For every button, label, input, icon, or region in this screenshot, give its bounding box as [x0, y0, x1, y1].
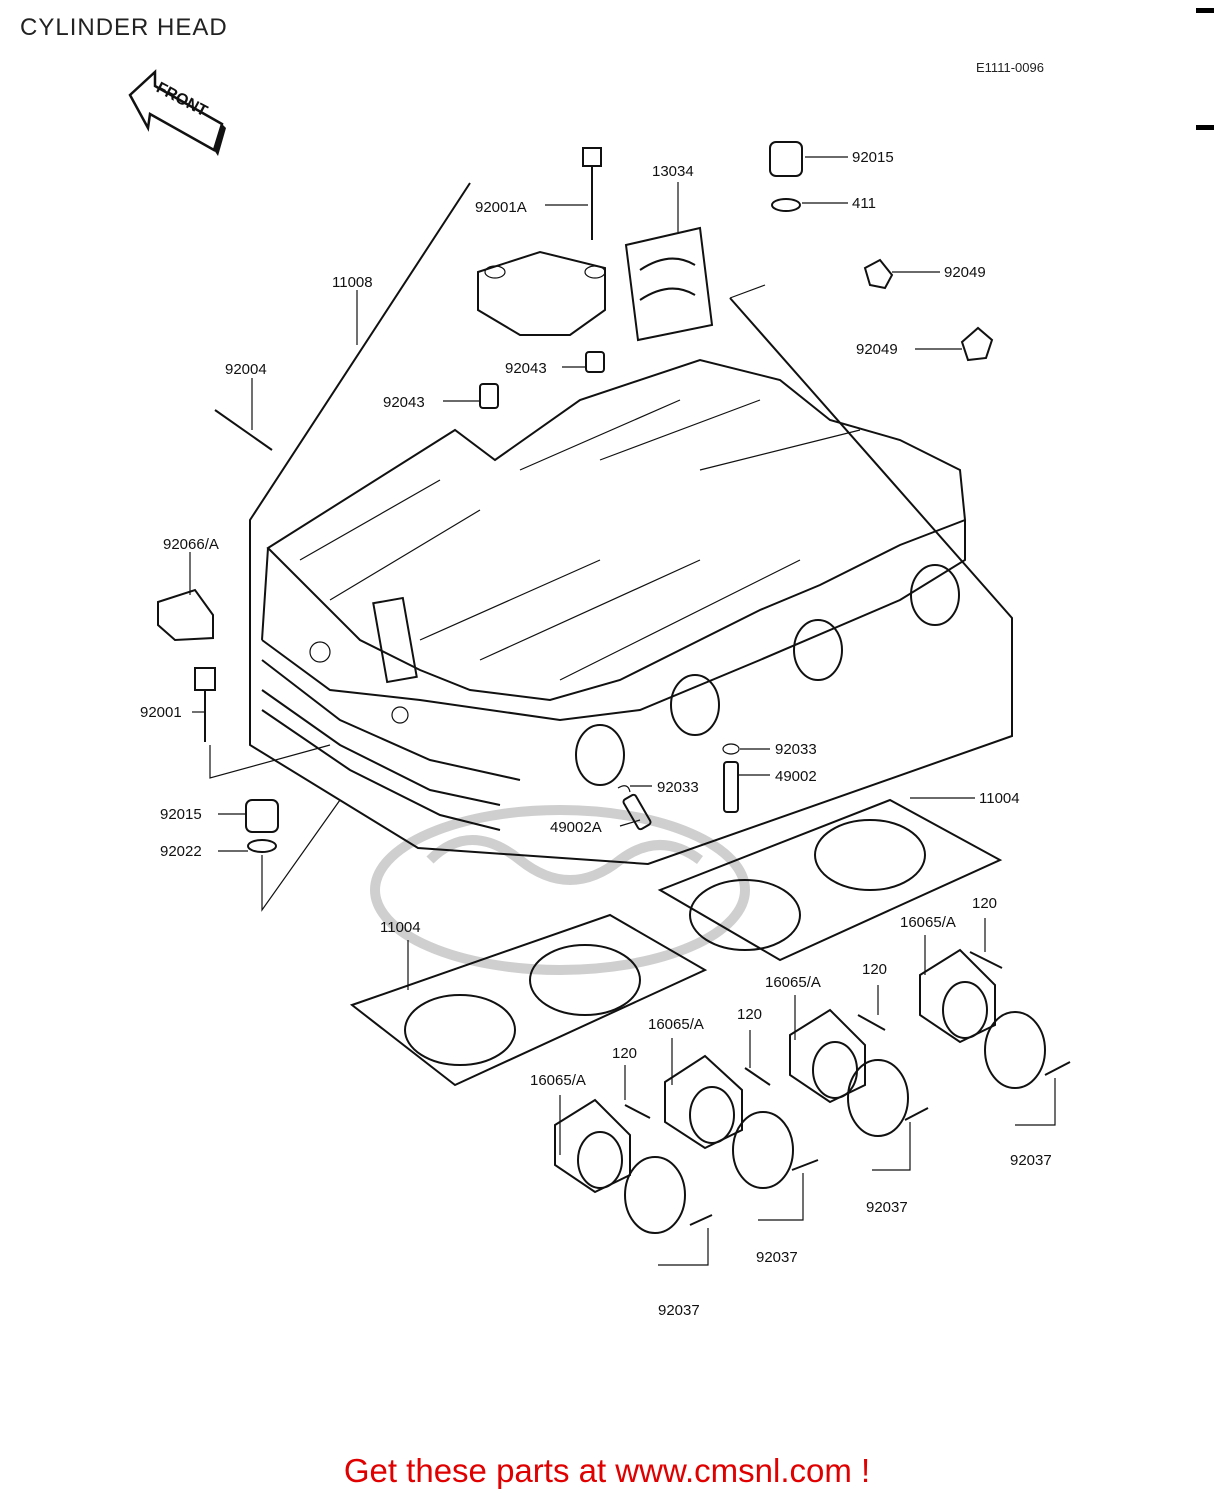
callout-92037: 92037	[866, 1199, 908, 1216]
callout-92049: 92049	[856, 341, 898, 358]
callout-92001a: 92001A	[475, 199, 527, 216]
callout-92037: 92037	[1010, 1152, 1052, 1169]
callout-92066a: 92066/A	[163, 536, 219, 553]
plug-92049	[863, 258, 994, 362]
cylinder-head-body	[261, 358, 967, 831]
oil-jets	[617, 743, 740, 831]
bearing-inset-13034	[624, 226, 714, 342]
callout-120: 120	[612, 1045, 637, 1062]
callout-92033: 92033	[657, 779, 699, 796]
bolts-120-92037	[624, 951, 1071, 1226]
callout-11004: 11004	[979, 790, 1020, 807]
diagram-code: E1111-0096	[976, 60, 1044, 75]
bolt-92001	[194, 667, 216, 742]
callout-92037: 92037	[756, 1249, 798, 1266]
callout-120: 120	[737, 1006, 762, 1023]
callout-11008: 11008	[332, 274, 373, 291]
carb-holder-4	[919, 948, 1046, 1089]
watermark	[370, 805, 750, 975]
callout-120: 120	[972, 895, 997, 912]
camshaft-cap	[477, 250, 606, 336]
callout-49002a: 49002A	[550, 819, 602, 836]
get-parts-link[interactable]: Get these parts at www.cmsnl.com !	[343, 1452, 871, 1489]
callout-92001: 92001	[140, 704, 182, 721]
edge-mark	[1196, 125, 1214, 130]
front-arrow-icon: FRONT	[128, 69, 226, 156]
cylinder-head-enclosure	[249, 182, 1013, 866]
carb-holder-1	[554, 1098, 686, 1234]
callout-92015: 92015	[160, 806, 202, 823]
callout-16065a: 16065/A	[530, 1072, 586, 1089]
callout-92004: 92004	[225, 361, 267, 378]
callout-92022: 92022	[160, 843, 202, 860]
callout-92049: 92049	[944, 264, 986, 281]
callout-92015: 92015	[852, 149, 894, 166]
carb-holder-2	[664, 1054, 794, 1189]
gasket-11004-upper	[657, 798, 1003, 962]
carb-holder-3	[789, 1008, 909, 1137]
edge-mark	[1196, 8, 1214, 13]
breather-92066a	[157, 588, 214, 642]
callout-92043: 92043	[383, 394, 425, 411]
bolt-92001a	[582, 147, 602, 240]
callout-labels: 92001A 13034 92015 411 92049 92049 11008…	[140, 149, 1052, 1319]
dowel-92043	[479, 351, 605, 409]
callout-13034: 13034	[652, 163, 694, 180]
callout-16065a: 16065/A	[900, 914, 956, 931]
page-title: CYLINDER HEAD	[20, 14, 228, 41]
callout-16065a: 16065/A	[765, 974, 821, 991]
callout-49002: 49002	[775, 768, 817, 785]
cap-nut-left	[245, 799, 279, 853]
callout-411: 411	[852, 195, 876, 212]
gasket-11004-lower	[349, 913, 708, 1087]
callout-120: 120	[862, 961, 887, 978]
callout-92033: 92033	[775, 741, 817, 758]
stud-92004	[214, 409, 273, 451]
leader-lines	[189, 156, 1056, 1266]
callout-92043: 92043	[505, 360, 547, 377]
callout-11004: 11004	[380, 919, 421, 936]
callout-16065a: 16065/A	[648, 1016, 704, 1033]
cap-nut-92015	[769, 141, 803, 212]
callout-92037: 92037	[658, 1302, 700, 1319]
